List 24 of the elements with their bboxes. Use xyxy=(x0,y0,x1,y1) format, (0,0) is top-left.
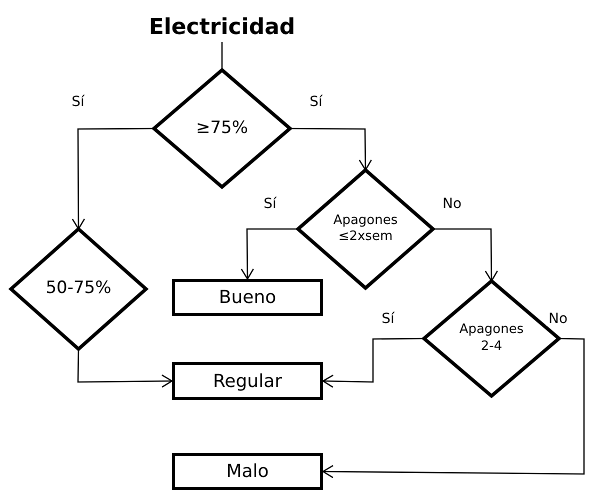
decision-label: Apagones 2-4 xyxy=(458,321,525,356)
connector-line xyxy=(221,42,223,70)
arrow xyxy=(322,338,424,388)
decision-diamond xyxy=(8,226,149,352)
arrow xyxy=(433,228,498,282)
edge-label: Sí xyxy=(380,312,396,326)
arrow xyxy=(322,338,585,478)
decision-diamond xyxy=(295,168,436,290)
edge-label: Sí xyxy=(308,95,324,109)
edge-label: No xyxy=(546,312,570,326)
outcome-box: Regular xyxy=(172,362,323,400)
decision-label: ≥75% xyxy=(194,116,249,140)
arrow xyxy=(240,228,298,280)
decision-label: Apagones ≤2xsem xyxy=(332,212,399,246)
outcome-box: Malo xyxy=(172,453,323,490)
edge-label: Sí xyxy=(262,197,278,211)
arrow xyxy=(290,128,372,171)
arrow xyxy=(72,128,154,230)
start-heading: Electricidad xyxy=(142,12,302,42)
decision-label: 50-75% xyxy=(44,277,112,300)
outcome-box: Bueno xyxy=(172,279,323,316)
decision-diamond xyxy=(151,68,293,190)
arrow xyxy=(77,348,173,388)
edge-label: Sí xyxy=(70,95,86,109)
